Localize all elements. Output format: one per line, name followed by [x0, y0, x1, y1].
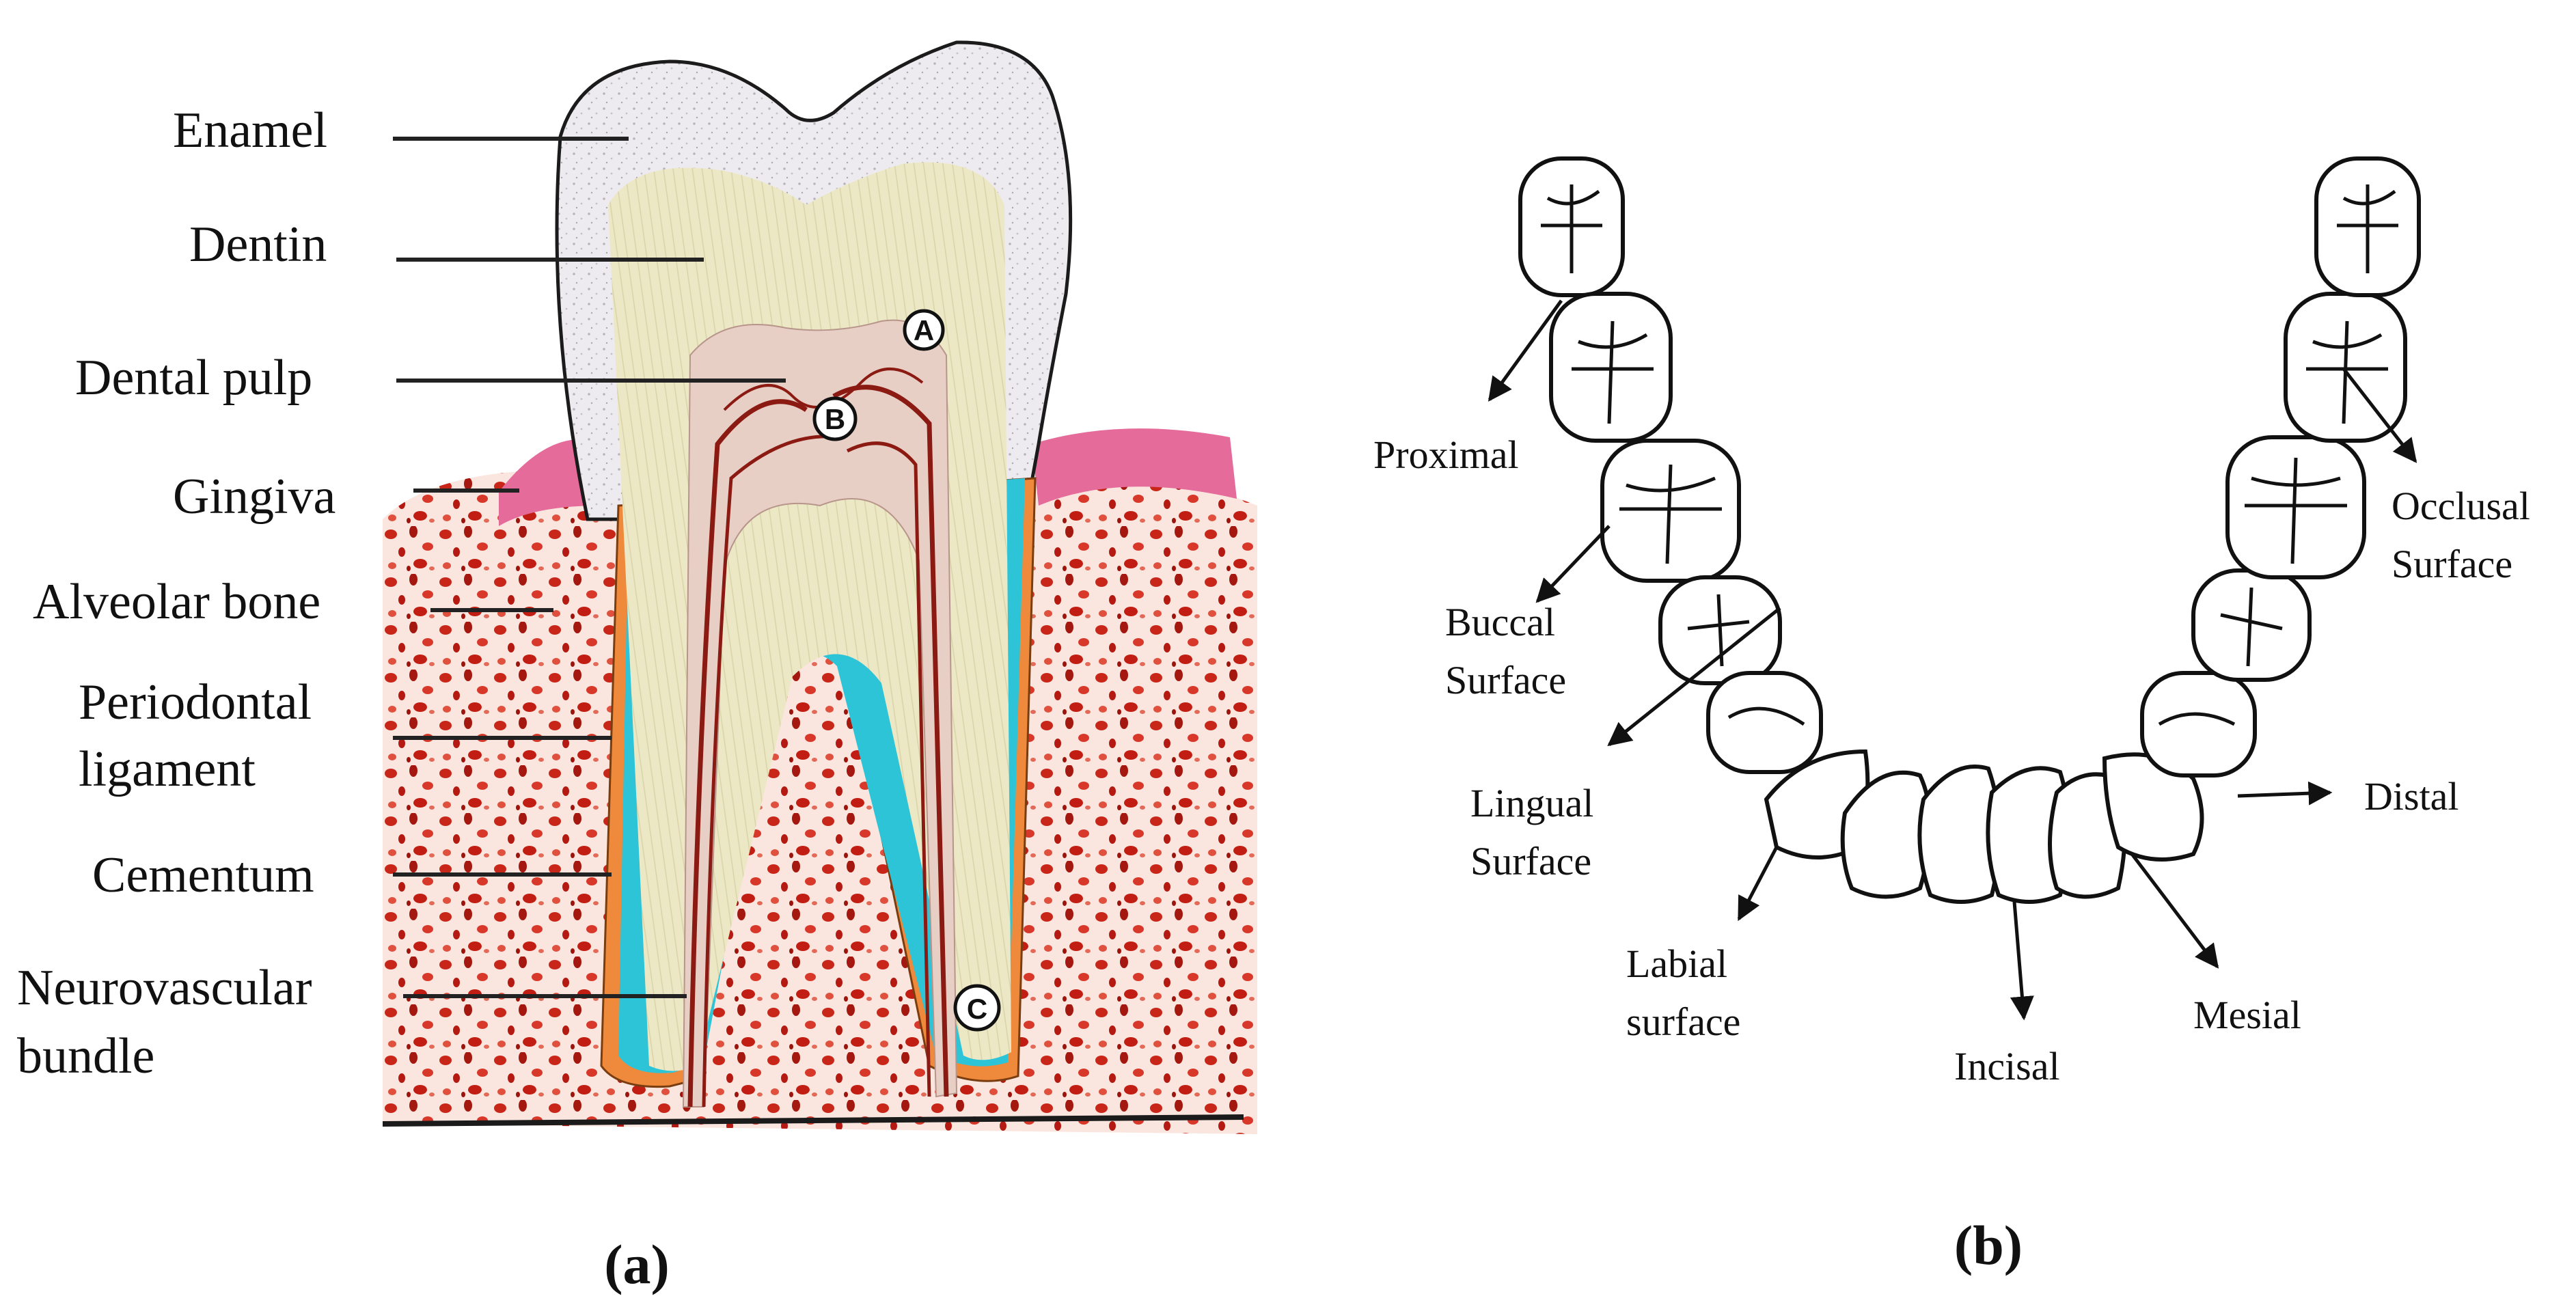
- label-dentin: Dentin: [189, 217, 327, 273]
- svg-text:B: B: [825, 403, 845, 435]
- label-periodontal-ligament-line2: ligament: [79, 741, 256, 797]
- panel-b-arrows: [1488, 299, 2417, 1021]
- tooth-left-premolar-1: [1706, 671, 1823, 774]
- arrow-mesial: [2130, 853, 2219, 969]
- tooth-left-central-incisor: [1917, 765, 2002, 904]
- marker-c: C: [953, 984, 1001, 1032]
- label-mesial: Mesial: [2193, 993, 2301, 1037]
- arrow-labial: [1737, 846, 1779, 922]
- dental-arch: [1518, 156, 2421, 904]
- label-labial-surface-line2: surface: [1626, 1000, 1740, 1044]
- tooth-right-premolar-1: [2140, 671, 2257, 778]
- gingiva-right: [1032, 428, 1237, 506]
- arrow-lingual: [1607, 607, 1781, 747]
- panel-b-labels: Proximal Buccal Surface Lingual Surface …: [1373, 432, 2530, 1276]
- marker-a: A: [903, 309, 945, 351]
- label-neurovascular-bundle-line2: bundle: [17, 1028, 154, 1084]
- tooth-right-central-incisor: [1986, 766, 2071, 904]
- svg-text:A: A: [914, 314, 934, 346]
- pulp-vessel: [832, 385, 949, 1097]
- arrow-incisal: [2010, 901, 2034, 1021]
- label-labial-surface-line1: Labial: [1626, 941, 1727, 986]
- arrow-occlusal: [2342, 368, 2417, 463]
- label-lingual-surface-line2: Surface: [1470, 839, 1591, 883]
- bone-baseline: [382, 1114, 1244, 1127]
- tooth-groove: [1619, 464, 1722, 564]
- tooth-groove: [1727, 706, 1805, 726]
- dental-pulp-chamber: [682, 319, 958, 1107]
- label-proximal: Proximal: [1373, 432, 1519, 477]
- label-occlusal-surface-line1: Occlusal: [2392, 484, 2530, 528]
- pulp-vessel: [702, 435, 841, 1107]
- pulp-vessel: [687, 399, 808, 1107]
- arrow-buccal: [1535, 525, 1611, 603]
- tooth-groove: [2220, 587, 2283, 667]
- svg-text:C: C: [967, 993, 987, 1025]
- arrow-distal: [2237, 781, 2333, 806]
- label-alveolar-bone: Alveolar bone: [33, 574, 320, 630]
- tooth-groove: [2158, 712, 2236, 726]
- tooth-cross-section: A B C: [382, 40, 1257, 1134]
- alveolar-bone-region: [383, 471, 1257, 1134]
- panel-a-labels: Enamel Dentin Dental pulp Gingiva Alveol…: [17, 102, 786, 1295]
- label-neurovascular-bundle-line1: Neurovascular: [17, 960, 312, 1016]
- arrow-proximal: [1488, 299, 1563, 402]
- tooth-groove: [1572, 320, 1654, 424]
- marker-b: B: [812, 396, 858, 441]
- label-buccal-surface-line1: Buccal: [1445, 600, 1555, 644]
- tooth-left-lateral-incisor: [1840, 770, 1932, 899]
- panel-b-caption: (b): [1954, 1214, 2023, 1276]
- label-enamel: Enamel: [173, 102, 327, 159]
- tooth-groove: [2245, 457, 2347, 564]
- tooth-groove: [1541, 184, 1602, 273]
- label-periodontal-ligament-line1: Periodontal: [79, 674, 312, 730]
- panel-a-caption: (a): [604, 1233, 670, 1295]
- label-dental-pulp: Dental pulp: [75, 350, 312, 406]
- label-cementum: Cementum: [92, 847, 314, 903]
- label-incisal: Incisal: [1954, 1044, 2060, 1088]
- label-lingual-surface-line1: Lingual: [1470, 781, 1593, 825]
- label-gingiva: Gingiva: [173, 469, 335, 525]
- pulp-vessel: [846, 441, 931, 1097]
- label-buccal-surface-line2: Surface: [1445, 658, 1566, 702]
- label-occlusal-surface-line2: Surface: [2392, 542, 2512, 586]
- label-distal: Distal: [2364, 774, 2459, 818]
- tooth-groove: [2337, 184, 2398, 273]
